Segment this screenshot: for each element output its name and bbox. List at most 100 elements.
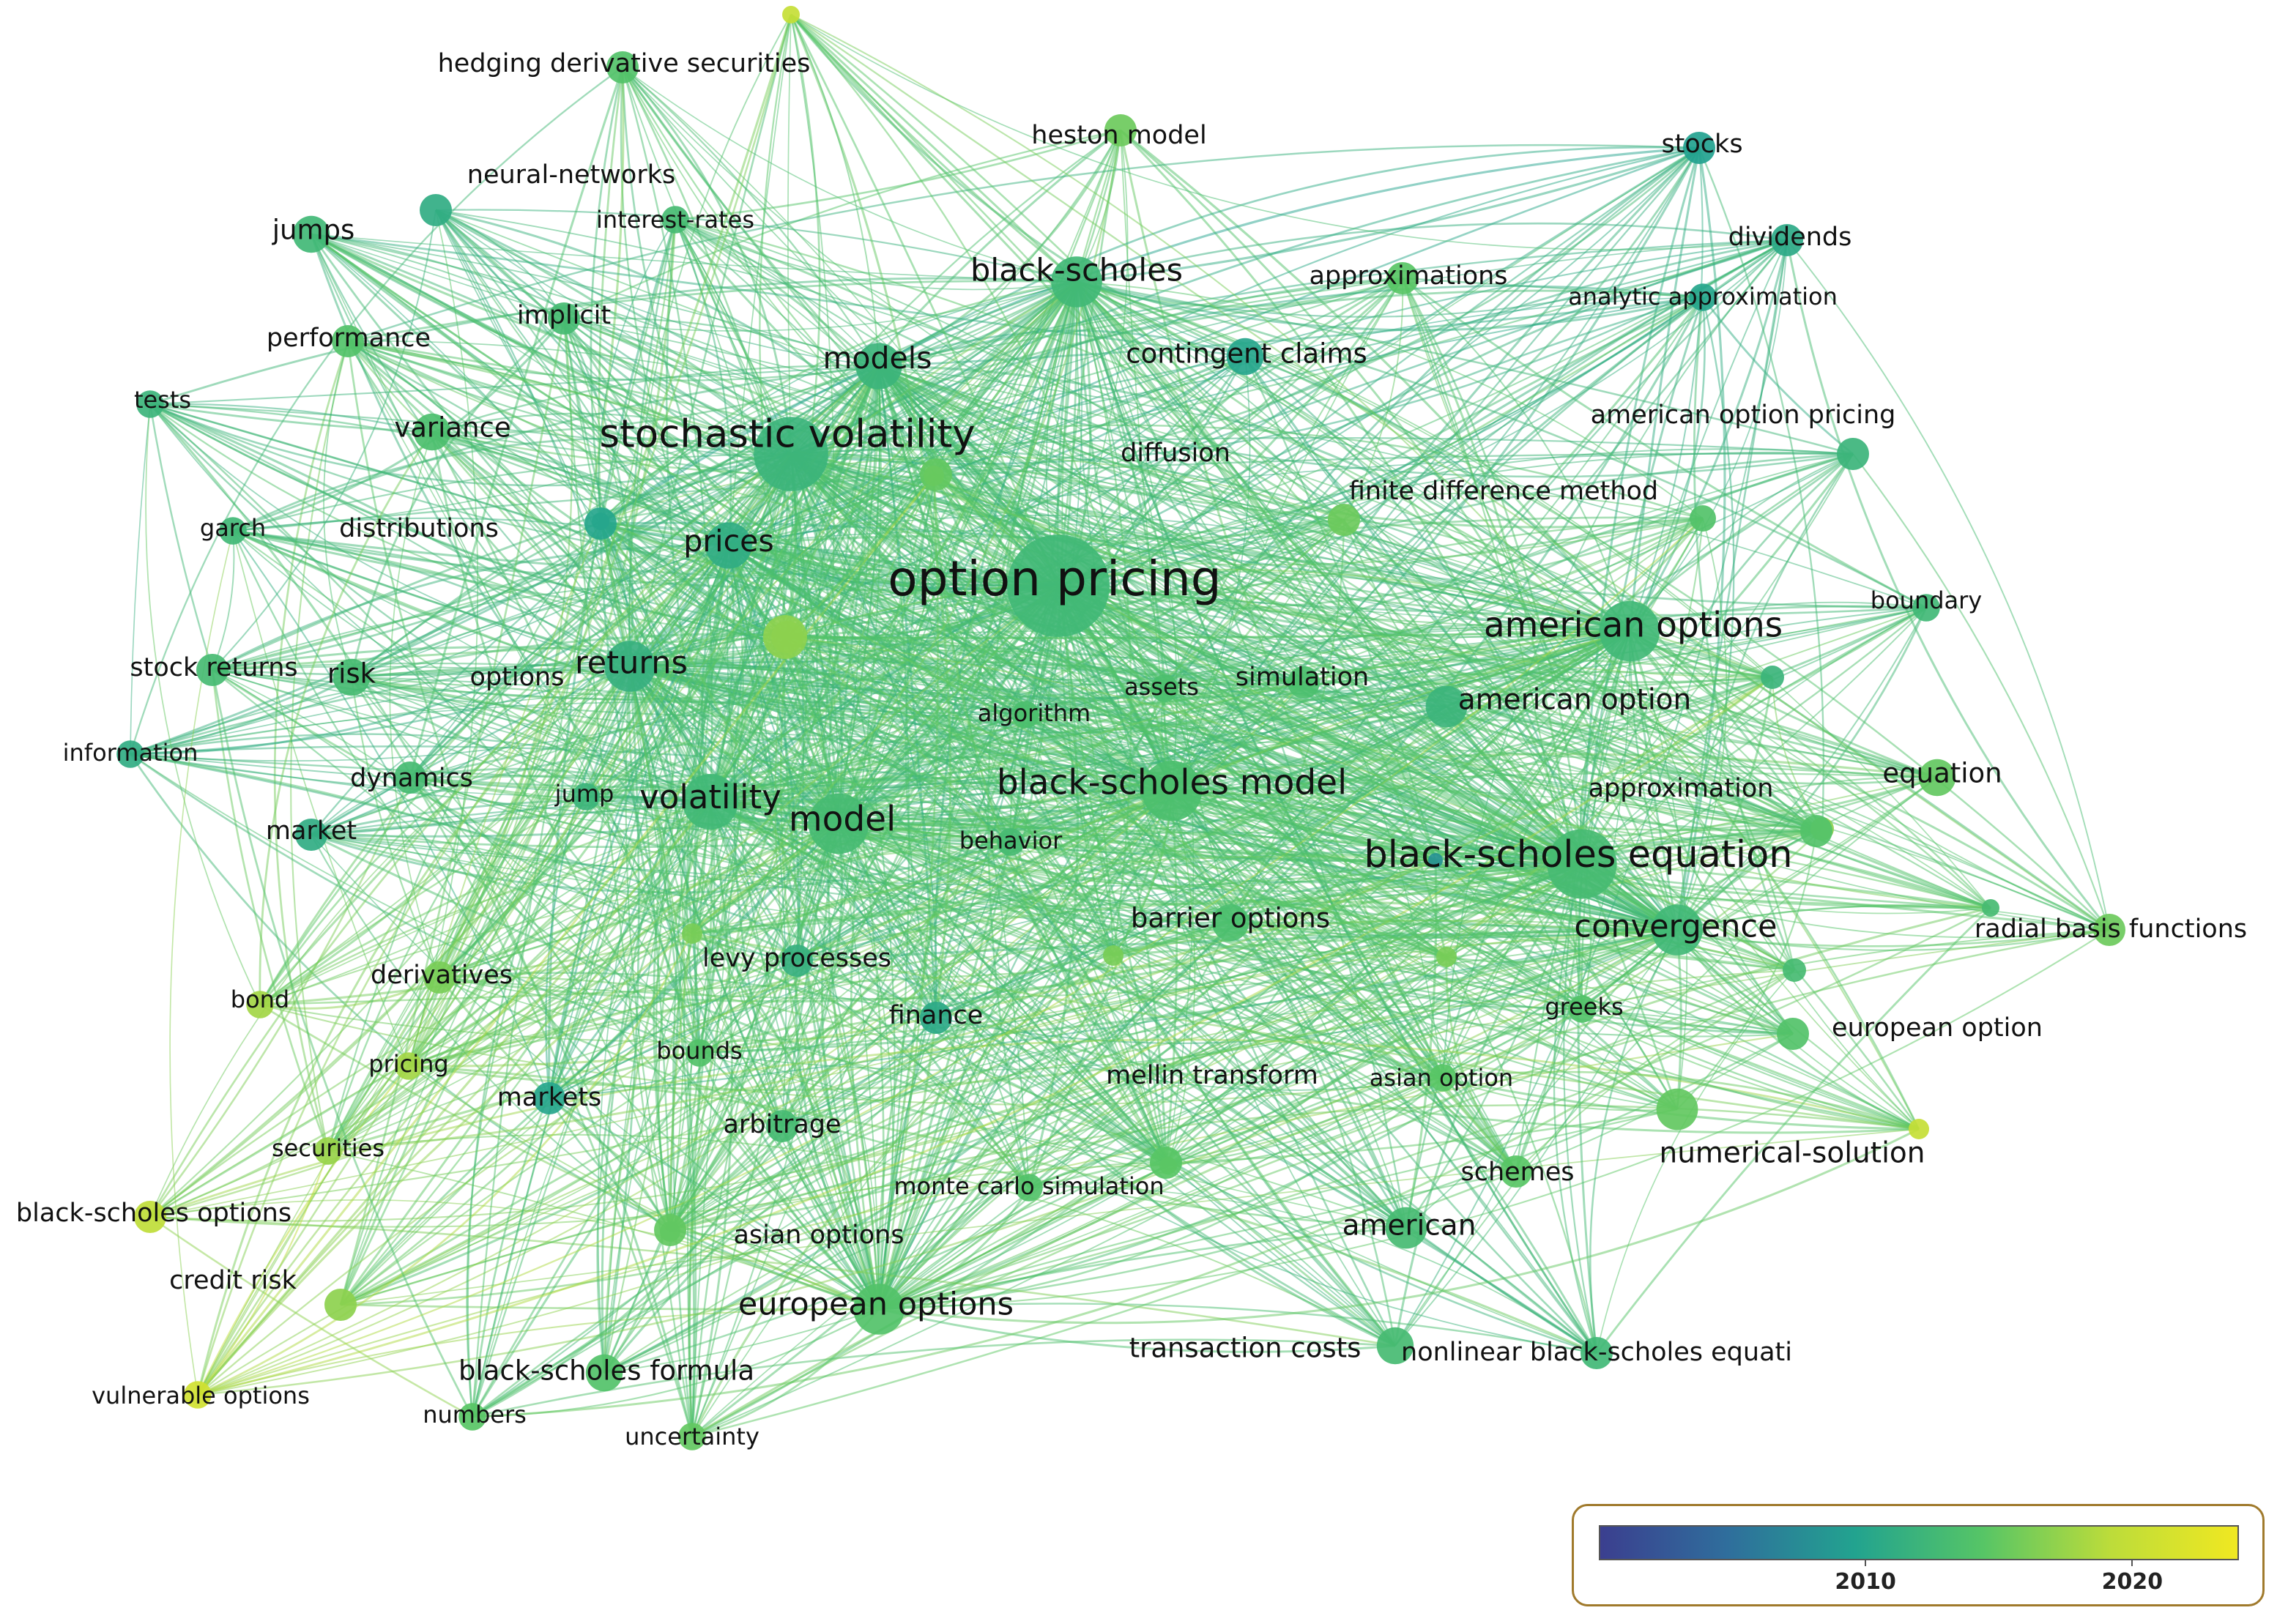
network-link bbox=[878, 1108, 1678, 1311]
label-black-scholes-formula: black-scholes formula bbox=[458, 1355, 754, 1387]
network-link bbox=[669, 969, 1795, 1232]
node-neural-networks bbox=[420, 194, 452, 226]
network-link bbox=[435, 209, 792, 455]
network-link bbox=[548, 14, 792, 1099]
network-link bbox=[471, 545, 730, 1418]
network-link bbox=[1058, 585, 1920, 1131]
network-link bbox=[838, 823, 1231, 923]
network-link bbox=[327, 800, 711, 1152]
network-link bbox=[327, 281, 1077, 1152]
network-link bbox=[710, 801, 1169, 1166]
network-link bbox=[674, 219, 1114, 956]
label-stochastic-volatility: stochastic volatility bbox=[599, 412, 975, 457]
network-link bbox=[691, 365, 880, 934]
network-link bbox=[1401, 278, 1583, 865]
network-link bbox=[1596, 969, 1795, 1354]
node-numerical-solution bbox=[1656, 1088, 1698, 1131]
network-link bbox=[1343, 278, 1404, 521]
label-diffusion: diffusion bbox=[1121, 439, 1230, 468]
network-link bbox=[691, 1308, 880, 1438]
network-link bbox=[212, 544, 729, 671]
network-link bbox=[409, 523, 601, 778]
label-nonlinear-black-scholes-equati: nonlinear black-scholes equati bbox=[1401, 1338, 1792, 1367]
node-analytic-approximation bbox=[1689, 283, 1717, 311]
label-neural-networks: neural-networks bbox=[467, 160, 675, 190]
network-link bbox=[212, 530, 235, 671]
network-link bbox=[669, 1230, 880, 1311]
network-link bbox=[1405, 929, 1678, 1229]
node-mellin-transform bbox=[1150, 1147, 1182, 1179]
node-european-options bbox=[853, 1284, 905, 1335]
network-link bbox=[691, 365, 882, 1437]
label-arbitrage: arbitrage bbox=[723, 1110, 841, 1139]
label-volatility: volatility bbox=[639, 778, 781, 816]
node-stocks bbox=[1683, 132, 1715, 164]
network-link bbox=[1676, 518, 1728, 931]
network-link bbox=[327, 545, 729, 1152]
network-link bbox=[790, 436, 1854, 455]
network-link bbox=[1025, 713, 1823, 830]
label-dividends: dividends bbox=[1728, 223, 1852, 252]
network-link bbox=[149, 1215, 1396, 1347]
network-link bbox=[1076, 281, 1795, 971]
network-link bbox=[669, 823, 839, 1231]
label-credit-risk: credit risk bbox=[169, 1266, 297, 1295]
network-link bbox=[149, 403, 786, 638]
node-unlabeled bbox=[763, 615, 807, 659]
network-link bbox=[351, 545, 729, 678]
network-link bbox=[625, 666, 672, 1232]
label-stocks: stocks bbox=[1661, 130, 1742, 159]
label-markets: markets bbox=[497, 1083, 601, 1112]
node-simulation bbox=[1288, 666, 1320, 699]
node-schemes bbox=[1500, 1155, 1532, 1188]
network-link bbox=[1058, 584, 2110, 931]
node-unlabeled bbox=[682, 923, 702, 944]
label-returns: returns bbox=[575, 645, 688, 682]
network-link bbox=[1167, 863, 1583, 1167]
network-link bbox=[339, 318, 565, 1305]
node-jump bbox=[572, 783, 600, 811]
network-link bbox=[790, 453, 1396, 1346]
network-link bbox=[311, 234, 1077, 283]
network-link bbox=[790, 453, 1823, 830]
network-link bbox=[774, 636, 880, 1310]
network-link bbox=[327, 584, 1060, 1152]
network-link bbox=[691, 863, 1583, 935]
label-black-scholes-options: black-scholes options bbox=[16, 1199, 291, 1228]
label-greeks: greeks bbox=[1545, 993, 1623, 1021]
network-link bbox=[149, 277, 1077, 406]
network-link bbox=[653, 545, 730, 1232]
node-asian-option bbox=[1429, 1064, 1457, 1092]
network-link bbox=[691, 932, 1920, 1131]
network-link bbox=[1786, 239, 2111, 931]
label-approximation: approximation bbox=[1589, 774, 1774, 803]
network-nodes bbox=[116, 6, 2125, 1450]
label-american: american bbox=[1342, 1210, 1477, 1243]
label-mellin-transform: mellin transform bbox=[1106, 1061, 1318, 1090]
network-link bbox=[1076, 239, 1788, 318]
legend-tick-2010 bbox=[1865, 1560, 1867, 1566]
network-link bbox=[691, 933, 880, 1310]
network-link bbox=[562, 318, 694, 1437]
network-link bbox=[340, 801, 711, 1305]
network-link bbox=[787, 14, 792, 455]
network-link bbox=[669, 630, 1630, 1232]
network-link bbox=[796, 960, 1597, 1354]
network-link bbox=[629, 666, 1795, 971]
network-link bbox=[1113, 857, 1583, 956]
network-link bbox=[878, 1165, 1169, 1310]
label-stock-returns: stock returns bbox=[130, 653, 297, 682]
node-approximation bbox=[1800, 815, 1832, 847]
node-models bbox=[855, 343, 902, 390]
network-link bbox=[347, 340, 1823, 830]
node-performance bbox=[332, 325, 364, 357]
network-link bbox=[727, 545, 1597, 1355]
network-link bbox=[1057, 585, 1397, 1346]
network-link bbox=[1629, 630, 1991, 909]
network-link bbox=[197, 933, 694, 1396]
network-link bbox=[563, 316, 880, 368]
network-link bbox=[691, 630, 1630, 935]
node-variance bbox=[413, 413, 451, 451]
node-bond bbox=[246, 991, 274, 1018]
node-unlabeled bbox=[1428, 853, 1443, 868]
